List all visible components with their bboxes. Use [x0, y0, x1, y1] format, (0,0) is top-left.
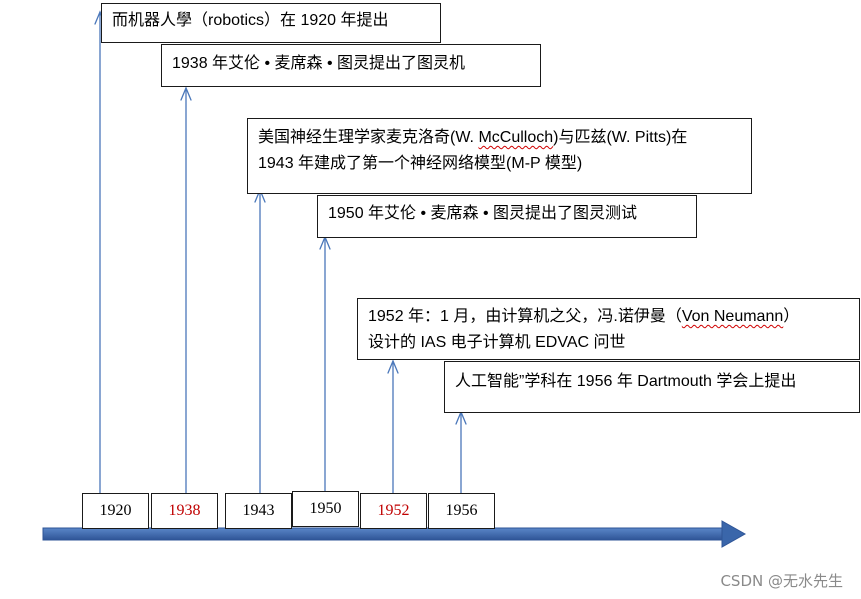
event-text-1956: 人工智能”学科在 1956 年 Dartmouth 学会上提出 [455, 373, 797, 390]
event-box-1956: 人工智能”学科在 1956 年 Dartmouth 学会上提出 [444, 361, 860, 413]
year-label-1943: 1943 [225, 493, 292, 529]
year-label-1956: 1956 [428, 493, 495, 529]
year-label-1938: 1938 [151, 493, 218, 529]
event-text-1920: 而机器人學（robotics）在 1920 年提出 [112, 12, 389, 29]
name-mcculloch: McCulloch [478, 129, 554, 146]
event-text-1952-line1: 1952 年：1 月，由计算机之父，冯.诺伊曼（Von Neumann） [368, 308, 800, 325]
event-box-1920: 而机器人學（robotics）在 1920 年提出 [101, 3, 441, 43]
watermark: CSDN @无水先生 [720, 572, 843, 590]
event-box-1950: 1950 年艾伦 • 麦席森 • 图灵提出了图灵测试 [317, 195, 697, 238]
event-text-1943-line1: 美国神经生理学家麦克洛奇(W. McCulloch)与匹兹(W. Pitts)在 [258, 129, 688, 146]
year-label-1952: 1952 [360, 493, 427, 529]
event-text-1952-line2: 设计的 IAS 电子计算机 EDVAC 问世 [368, 334, 626, 351]
event-box-1938: 1938 年艾伦 • 麦席森 • 图灵提出了图灵机 [161, 44, 541, 87]
year-label-1950: 1950 [292, 491, 359, 527]
event-box-1952: 1952 年：1 月，由计算机之父，冯.诺伊曼（Von Neumann） 设计的… [357, 298, 860, 360]
year-label-1920: 1920 [82, 493, 149, 529]
event-text-1938: 1938 年艾伦 • 麦席森 • 图灵提出了图灵机 [172, 55, 466, 72]
name-von-neumann: Von Neumann [681, 308, 784, 325]
event-text-1950: 1950 年艾伦 • 麦席森 • 图灵提出了图灵测试 [328, 205, 638, 222]
event-box-1943: 美国神经生理学家麦克洛奇(W. McCulloch)与匹兹(W. Pitts)在… [247, 118, 752, 194]
event-text-1943-line2: 1943 年建成了第一个神经网络模型(M-P 模型) [258, 155, 583, 172]
